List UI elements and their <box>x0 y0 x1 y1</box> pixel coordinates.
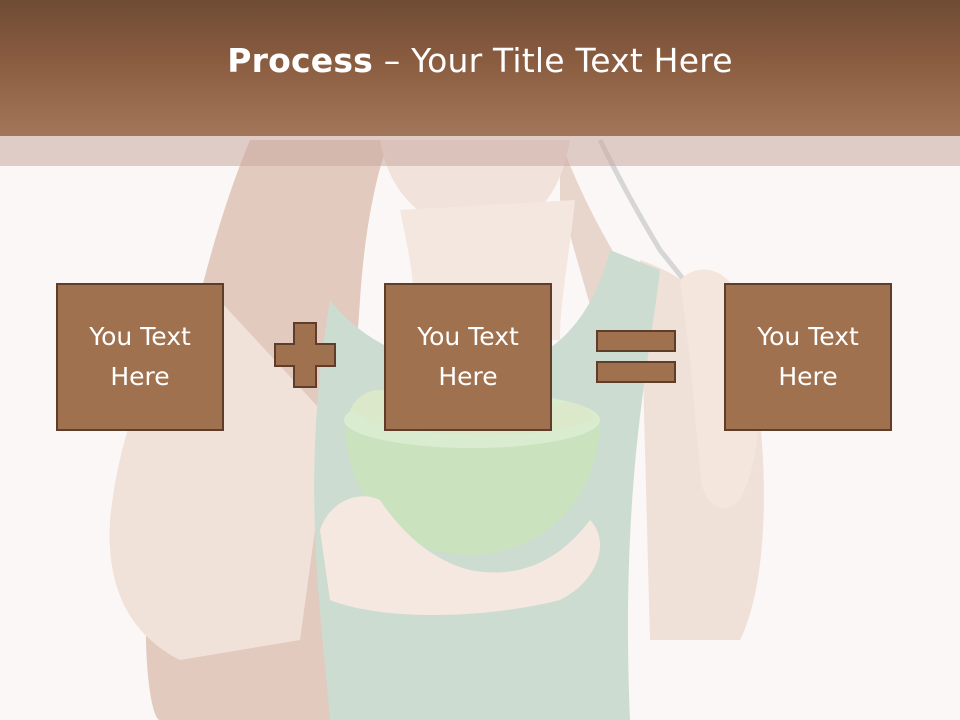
process-step-2: You Text Here <box>384 283 552 431</box>
process-step-3-text: You Text Here <box>757 322 859 391</box>
title-banner: Process – Your Title Text Here <box>0 0 960 136</box>
process-step-1: You Text Here <box>56 283 224 431</box>
title-rest: – Your Title Text Here <box>373 40 733 80</box>
title-bold: Process <box>227 40 374 80</box>
equals-icon <box>596 330 676 383</box>
plus-icon <box>274 322 336 388</box>
process-step-3: You Text Here <box>724 283 892 431</box>
title-underband <box>0 136 960 166</box>
slide-title: Process – Your Title Text Here <box>227 41 733 80</box>
process-step-1-text: You Text Here <box>89 322 191 391</box>
process-step-2-text: You Text Here <box>417 322 519 391</box>
